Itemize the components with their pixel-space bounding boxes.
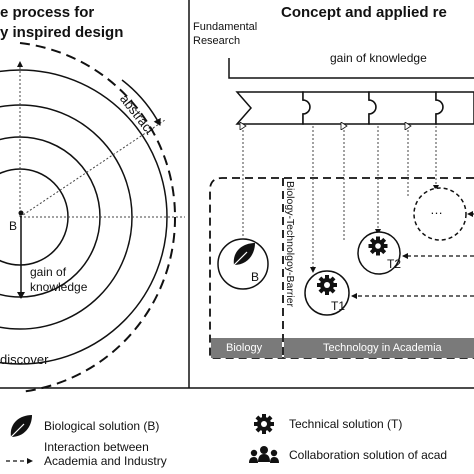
right-title: Concept and applied re [281,4,447,21]
node-t2-label: T2 [387,257,402,271]
barrier-label: Biology-Technolgoy-Barrier [284,181,296,308]
bar-technology-label: Technology in Academia [323,342,442,354]
bar-biology-label: Biology [226,342,263,354]
leaf-icon [233,243,255,266]
gear-icon [254,414,274,434]
fundamental-line2: Research [193,35,241,47]
left-title-line1: e process for [0,4,95,21]
knowledge-bracket [228,58,474,79]
legend-technical: Technical solution (T) [289,417,403,431]
node-t1-label: T1 [331,299,346,313]
legend-biological: Biological solution (B) [44,419,160,433]
diagonal-axis [19,119,166,218]
node-b-label: B [251,270,260,284]
gain-label-line2: knowledge [30,280,88,294]
puzzle-chain [235,91,474,125]
gear-icon [368,236,388,256]
gain-label-line1: gain of [30,265,67,279]
people-icon [249,446,279,463]
node-more-label: … [430,202,443,217]
legend-interaction-line2: Academia and Industry [44,454,167,468]
node-more [413,187,467,241]
bar-biology-bg [211,338,282,358]
gear-icon [317,275,337,295]
left-title-line2: y inspired design [0,24,124,41]
gain-label-right: gain of knowledge [330,51,427,65]
abstract-arrow [121,79,161,126]
bar-technology-bg [284,338,474,358]
center-dot [18,210,24,216]
legend-interaction-line1: Interaction between [44,440,149,454]
legend-collaboration: Collaboration solution of acad [289,448,448,462]
center-label: B [9,219,18,233]
fundamental-line1: Fundamental [193,21,258,33]
leaf-icon [10,415,33,438]
discover-label: discover [0,352,49,367]
academia-enclosure [209,177,474,359]
node-b [217,238,269,290]
